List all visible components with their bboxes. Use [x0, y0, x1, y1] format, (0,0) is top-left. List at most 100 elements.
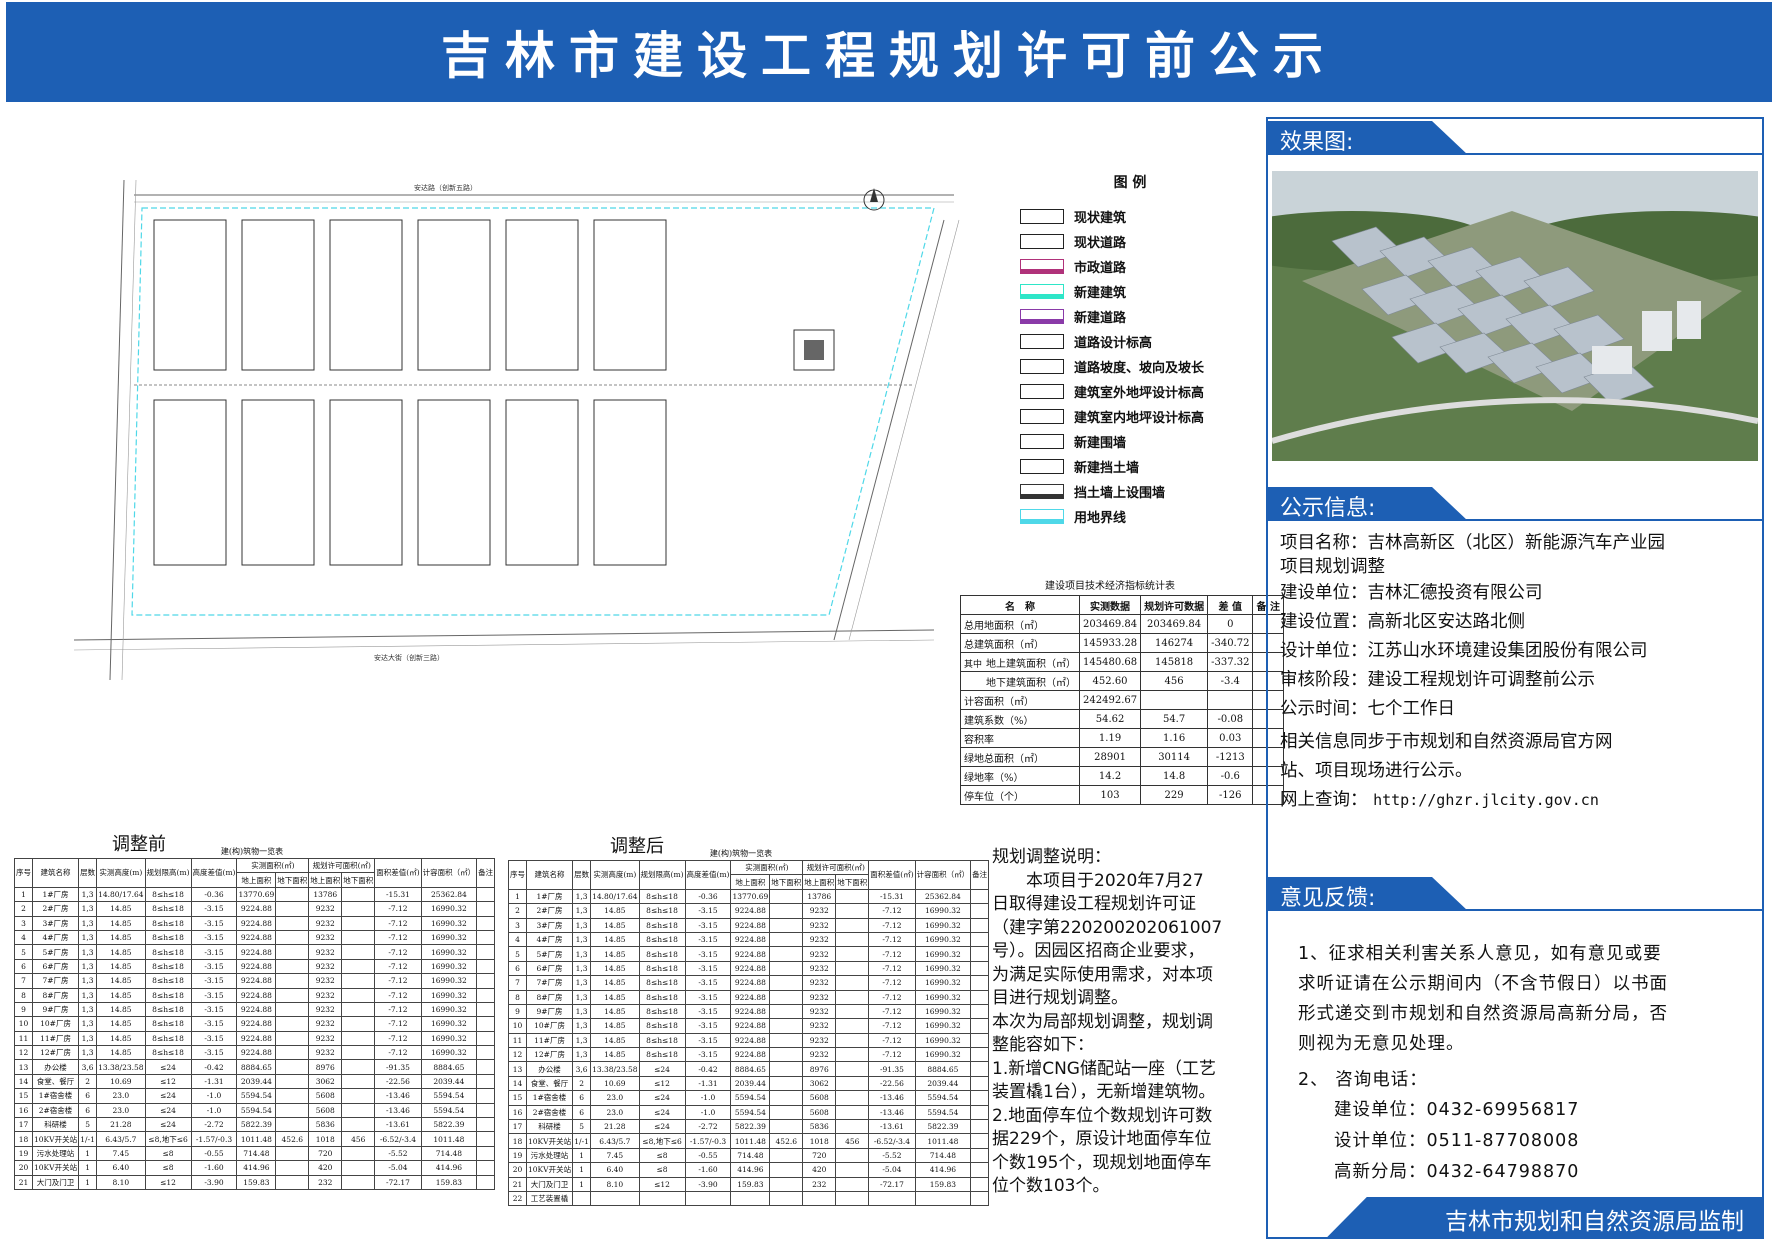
table-cell: 13.38/23.58	[96, 1059, 146, 1075]
table-cell	[769, 1032, 804, 1049]
legend-title: 图 例	[1113, 175, 1147, 191]
legend-label: 新建建筑	[1074, 286, 1127, 301]
factory-building	[593, 399, 667, 566]
table-cell: -1.0	[684, 1090, 732, 1106]
econ-table-title: 建设项目技术经济指标统计表	[1045, 581, 1175, 592]
factory-roof	[1553, 314, 1625, 356]
table-cell: 1	[572, 1162, 592, 1178]
table-cell: 14.85	[590, 946, 640, 962]
phone-row: 设计单位：0511-87708008	[1334, 1131, 1580, 1151]
table-cell: -3.90	[190, 1174, 238, 1190]
table-cell: 9224.88	[236, 1030, 277, 1047]
legend-item: 新建挡土墙	[1020, 454, 1210, 479]
table-cell: 714.48	[730, 1147, 771, 1164]
header-cell: 地下面积	[769, 874, 804, 890]
table-cell: -7.12	[868, 917, 916, 933]
table-cell: 12#厂房	[525, 1047, 574, 1063]
header-cell: 高度差值(m)	[684, 860, 732, 890]
table-cell: 8≤h≤18	[638, 946, 686, 962]
table-header-row: 地上面积地下面积地上面积地下面积	[15, 872, 495, 888]
table-cell: 16990.32	[914, 903, 972, 919]
table-cell: 13786	[308, 886, 343, 903]
table-cell: 9224.88	[730, 1032, 771, 1049]
table-cell	[835, 888, 870, 905]
table-cell: 14	[508, 1075, 527, 1092]
table-cell: 6	[572, 1090, 592, 1106]
table-cell	[970, 960, 990, 977]
table-cell	[341, 1073, 376, 1090]
table-cell: 14.85	[590, 931, 640, 948]
table-cell: 1,3	[572, 1003, 592, 1020]
factory-building	[593, 219, 667, 371]
factory-building	[505, 399, 579, 566]
table-cell	[868, 1190, 916, 1207]
econ-cell	[1207, 690, 1254, 710]
table-cell: 9232	[308, 973, 343, 989]
web-query-link[interactable]: http://ghzr.jlcity.gov.cn	[1373, 791, 1599, 809]
header-cell: 备注	[476, 858, 496, 888]
table-cell: 6	[508, 960, 527, 977]
table-cell: 办公楼	[31, 1059, 80, 1075]
table-cell: 16990.32	[914, 960, 972, 977]
table-cell: 10.69	[96, 1073, 146, 1090]
table-cell: ≤8	[144, 1145, 192, 1162]
note-line: （建字第220200202061007	[992, 917, 1223, 938]
page-header: 吉林市建设工程规划许可前公示	[6, 2, 1772, 102]
table-cell	[684, 1190, 732, 1207]
table-cell: 5594.54	[730, 1090, 771, 1106]
factory-building	[153, 219, 227, 371]
table-cell	[835, 1075, 870, 1092]
table-cell: 18	[508, 1133, 527, 1149]
table-cell: 19	[14, 1145, 33, 1162]
table-cell: 8.10	[96, 1174, 146, 1190]
factory-building	[241, 219, 315, 371]
table-cell: -15.31	[374, 886, 422, 903]
info-row: 项目名称：吉林高新区（北区）新能源汽车产业园	[1280, 533, 1665, 553]
econ-cell: 14.8	[1140, 766, 1209, 786]
table-cell: 232	[802, 1176, 837, 1192]
table-cell	[835, 903, 870, 919]
table-cell: ≤24	[638, 1104, 686, 1121]
table-cell: 23.0	[590, 1104, 640, 1121]
table-cell: 3,6	[78, 1059, 98, 1075]
group-header-cell: 规划许可面积(㎡)	[802, 859, 870, 876]
econ-cell: 14.2	[1079, 766, 1142, 786]
table-cell	[970, 1119, 990, 1135]
header-cell: 面积差值(㎡)	[868, 860, 916, 890]
feedback-section-title: 意见反馈:	[1268, 877, 1468, 911]
table-cell	[730, 1190, 771, 1207]
legend-item: 新建围墙	[1020, 429, 1210, 454]
table-cell: -3.15	[190, 973, 238, 989]
info-row: 相关信息同步于市规划和自然资源局官方网	[1280, 732, 1613, 752]
project-rendering	[1272, 171, 1758, 461]
header-cell: 计容面积（㎡）	[420, 858, 478, 888]
table-cell: 8884.65	[914, 1061, 972, 1077]
table-cell: 9232	[308, 1030, 343, 1047]
table-cell: 科研楼	[31, 1117, 80, 1133]
table-cell	[769, 1162, 804, 1178]
publicity-info: 项目名称：吉林高新区（北区）新能源汽车产业园项目规划调整建设单位：吉林汇德投资有…	[1280, 531, 1760, 815]
table-cell: ≤24	[638, 1119, 686, 1135]
table-cell: 科研楼	[525, 1119, 574, 1135]
info-row: 审核阶段：建设工程规划许可调整前公示	[1280, 670, 1595, 690]
table-cell: 6#厂房	[31, 958, 80, 975]
table-cell: 14.85	[590, 1003, 640, 1020]
table-cell	[341, 929, 376, 946]
econ-cell: 203469.84	[1079, 614, 1142, 634]
table-cell: 6.43/5.7	[590, 1133, 640, 1149]
table-cell: 1,3	[572, 888, 592, 905]
table-cell: 714.48	[420, 1145, 478, 1162]
table-cell: -0.36	[190, 886, 238, 903]
table-cell: 6	[14, 958, 33, 975]
legend-item: 用地界线	[1020, 504, 1210, 529]
